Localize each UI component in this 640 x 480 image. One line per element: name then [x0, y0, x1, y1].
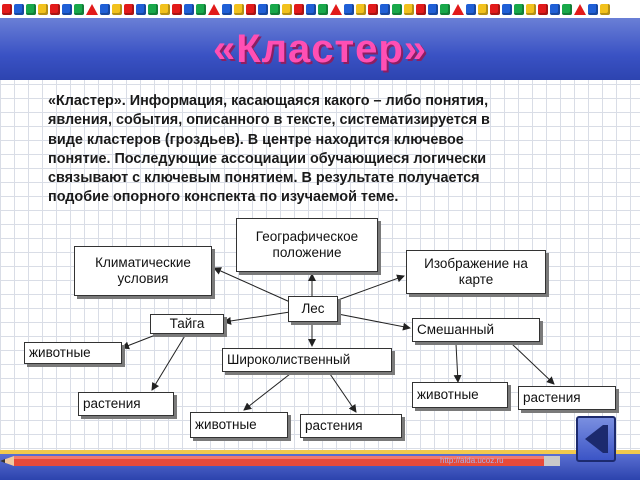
- last-slide-button[interactable]: [576, 416, 616, 462]
- arrow-to-taiga-plants: [151, 333, 187, 391]
- bead-decoration: [74, 3, 84, 15]
- bead-decoration: [318, 3, 328, 15]
- bead-decoration: [14, 3, 24, 15]
- node-mixed: Смешанный: [412, 318, 540, 342]
- bead-decoration: [330, 3, 342, 15]
- text-line: связывают с ключевым понятием. В результ…: [48, 170, 480, 187]
- node-mixed-animals: животные: [412, 382, 508, 408]
- footer-url: http://aida.ucoz.ru: [440, 456, 504, 465]
- arrow-to-mixed: [337, 313, 411, 331]
- bead-decoration: [282, 3, 292, 15]
- pencil-icon: [0, 456, 560, 466]
- bead-decoration: [466, 3, 476, 15]
- bead-decoration: [356, 3, 366, 15]
- bead-decoration: [246, 3, 256, 15]
- arrow-to-mixed-plants: [511, 343, 555, 385]
- bead-decoration: [258, 3, 268, 15]
- bead-decoration: [428, 3, 438, 15]
- bead-decoration: [404, 3, 414, 15]
- node-line: Географическое: [255, 229, 359, 244]
- node-forest-center: Лес: [288, 296, 338, 322]
- bead-decoration: [440, 3, 450, 15]
- bead-decoration: [502, 3, 512, 15]
- bead-decoration: [172, 3, 182, 15]
- bead-decoration: [62, 3, 72, 15]
- text-line: подобие опорного конспекта по изучаемой …: [48, 189, 399, 206]
- arrow-to-taiga: [223, 311, 291, 325]
- bead-decoration: [208, 3, 220, 15]
- node-taiga: Тайга: [150, 314, 224, 334]
- arrow-to-broad-plants: [329, 373, 357, 413]
- node-broadleaf-animals: животные: [190, 412, 288, 438]
- text-line: виде кластеров (гроздьев). В центре нахо…: [48, 131, 464, 148]
- bead-decoration: [234, 3, 244, 15]
- bead-decoration: [160, 3, 170, 15]
- bead-decoration: [380, 3, 390, 15]
- node-broadleaf-plants: растения: [300, 414, 402, 438]
- bead-decoration: [124, 3, 134, 15]
- bead-decoration: [270, 3, 280, 15]
- arrow-to-mixed-animals: [453, 343, 462, 383]
- bead-decoration: [2, 3, 12, 15]
- bead-decoration: [526, 3, 536, 15]
- node-line: Климатические: [95, 255, 191, 270]
- node-geographic-position: Географическое положение: [236, 218, 378, 272]
- bead-decoration: [538, 3, 548, 15]
- bead-decoration: [600, 3, 610, 15]
- bead-decoration: [100, 3, 110, 15]
- bead-decoration: [38, 3, 48, 15]
- node-climate-conditions: Климатические условия: [74, 246, 212, 296]
- bead-decoration: [148, 3, 158, 15]
- bead-decoration: [306, 3, 316, 15]
- last-slide-icon: [585, 425, 608, 453]
- bead-decoration: [112, 3, 122, 15]
- bead-decoration: [392, 3, 402, 15]
- bead-decoration: [514, 3, 524, 15]
- bead-decoration: [490, 3, 500, 15]
- bead-decoration: [26, 3, 36, 15]
- bead-decoration: [184, 3, 194, 15]
- bead-decoration: [50, 3, 60, 15]
- bead-decoration: [136, 3, 146, 15]
- arrow-to-broad-animals: [243, 373, 291, 411]
- bead-decoration: [562, 3, 572, 15]
- bead-decoration: [344, 3, 354, 15]
- bead-decoration: [86, 3, 98, 15]
- bead-decoration: [368, 3, 378, 15]
- node-mixed-plants: растения: [518, 386, 616, 410]
- node-broadleaf: Широколиственный: [222, 348, 392, 372]
- slide-header: «Кластер»: [0, 18, 640, 80]
- bead-decoration: [294, 3, 304, 15]
- slide-title: «Кластер»: [212, 26, 428, 71]
- definition-text: «Кластер». Информация, касающаяся какого…: [48, 92, 596, 208]
- decorative-bead-border: [0, 0, 640, 18]
- node-line: карте: [458, 272, 494, 287]
- bottom-accent-strip: [0, 450, 640, 454]
- bead-decoration: [550, 3, 560, 15]
- node-line: условия: [117, 271, 169, 286]
- bead-decoration: [478, 3, 488, 15]
- bead-decoration: [574, 3, 586, 15]
- node-taiga-plants: растения: [78, 392, 174, 416]
- bead-decoration: [588, 3, 598, 15]
- text-line: понятие. Последующие ассоциации обучающи…: [48, 150, 487, 167]
- bead-decoration: [222, 3, 232, 15]
- node-line: положение: [272, 245, 342, 260]
- bead-decoration: [452, 3, 464, 15]
- bead-decoration: [416, 3, 426, 15]
- arrow-to-taiga-animals: [121, 333, 159, 350]
- text-line: явления, события, описанного в тексте, с…: [48, 112, 490, 129]
- text-line: «Кластер». Информация, касающаяся какого…: [48, 93, 489, 109]
- node-map-image: Изображение на карте: [406, 250, 546, 294]
- arrow-to-climate: [213, 267, 291, 303]
- bead-decoration: [196, 3, 206, 15]
- arrow-to-map: [337, 274, 405, 301]
- node-line: Изображение на: [424, 256, 528, 271]
- node-taiga-animals: животные: [24, 342, 122, 364]
